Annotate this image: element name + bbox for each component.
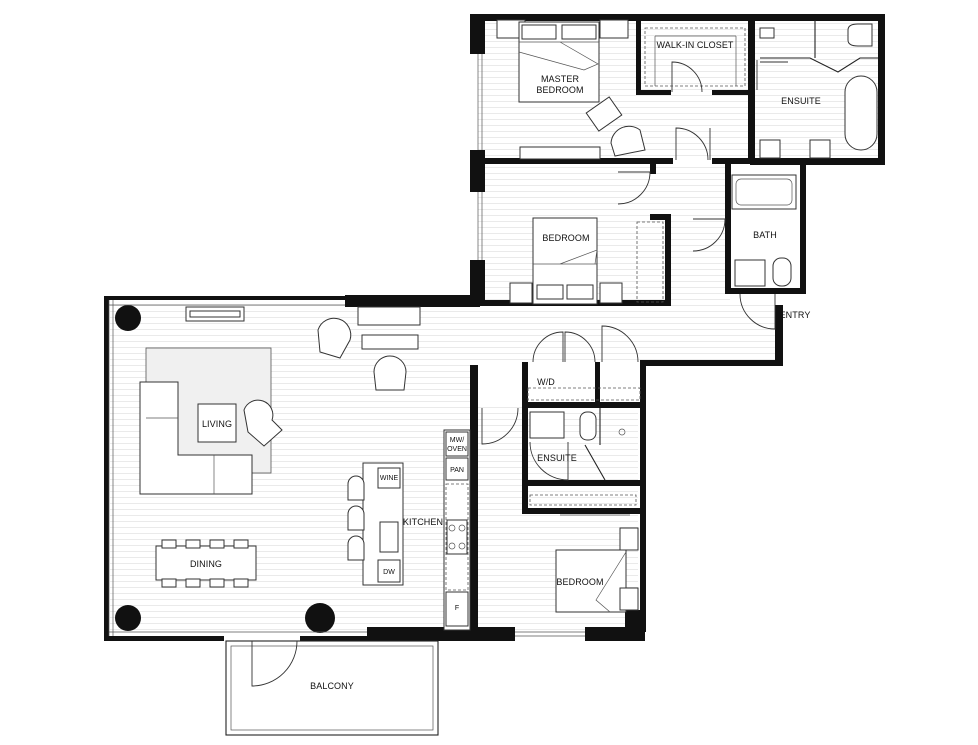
lower-rooms-fixtures [481, 325, 641, 613]
label-master-ensuite: ENSUITE [781, 96, 821, 106]
master-bedroom-furniture [496, 19, 711, 161]
label-ensuite-2: ENSUITE [537, 453, 577, 463]
label-kitchen: KITCHEN [403, 517, 443, 527]
balcony [225, 640, 439, 736]
windows [108, 54, 585, 637]
label-living: LIVING [202, 419, 232, 429]
label-walk-in-closet: WALK-IN CLOSET [656, 40, 733, 50]
room-labels: MASTER BEDROOM WALK-IN CLOSET ENSUITE BE… [190, 40, 821, 691]
label-dining: DINING [190, 559, 222, 569]
label-entry: ENTRY [780, 310, 811, 320]
label-master-bedroom-line2: BEDROOM [536, 85, 583, 95]
label-bedroom-2: BEDROOM [542, 233, 589, 243]
label-mw-oven-line2: OVEN [447, 446, 467, 453]
columns [115, 305, 335, 633]
label-pan: PAN [450, 467, 464, 474]
label-fridge: F [455, 605, 459, 612]
walls [104, 14, 885, 641]
label-wine: WINE [380, 475, 399, 482]
dining-furniture [155, 539, 257, 588]
walk-in-closet-fittings [644, 27, 746, 93]
label-mw-oven-line1: MW/ [450, 437, 464, 444]
bedroom-2-furniture [509, 171, 664, 305]
appliance-labels: MW/ OVEN PAN WINE DW F [380, 437, 467, 612]
label-dw: DW [383, 569, 395, 576]
floor-area [110, 20, 880, 633]
master-ensuite-fixtures [756, 20, 878, 159]
label-wd: W/D [537, 377, 555, 387]
bath-fixtures [692, 174, 797, 330]
living-furniture [139, 306, 421, 495]
label-balcony: BALCONY [310, 681, 354, 691]
label-master-bedroom-line1: MASTER [541, 74, 580, 84]
kitchen-fixtures [347, 429, 471, 631]
label-bedroom-3: BEDROOM [556, 577, 603, 587]
label-bath: BATH [753, 230, 777, 240]
